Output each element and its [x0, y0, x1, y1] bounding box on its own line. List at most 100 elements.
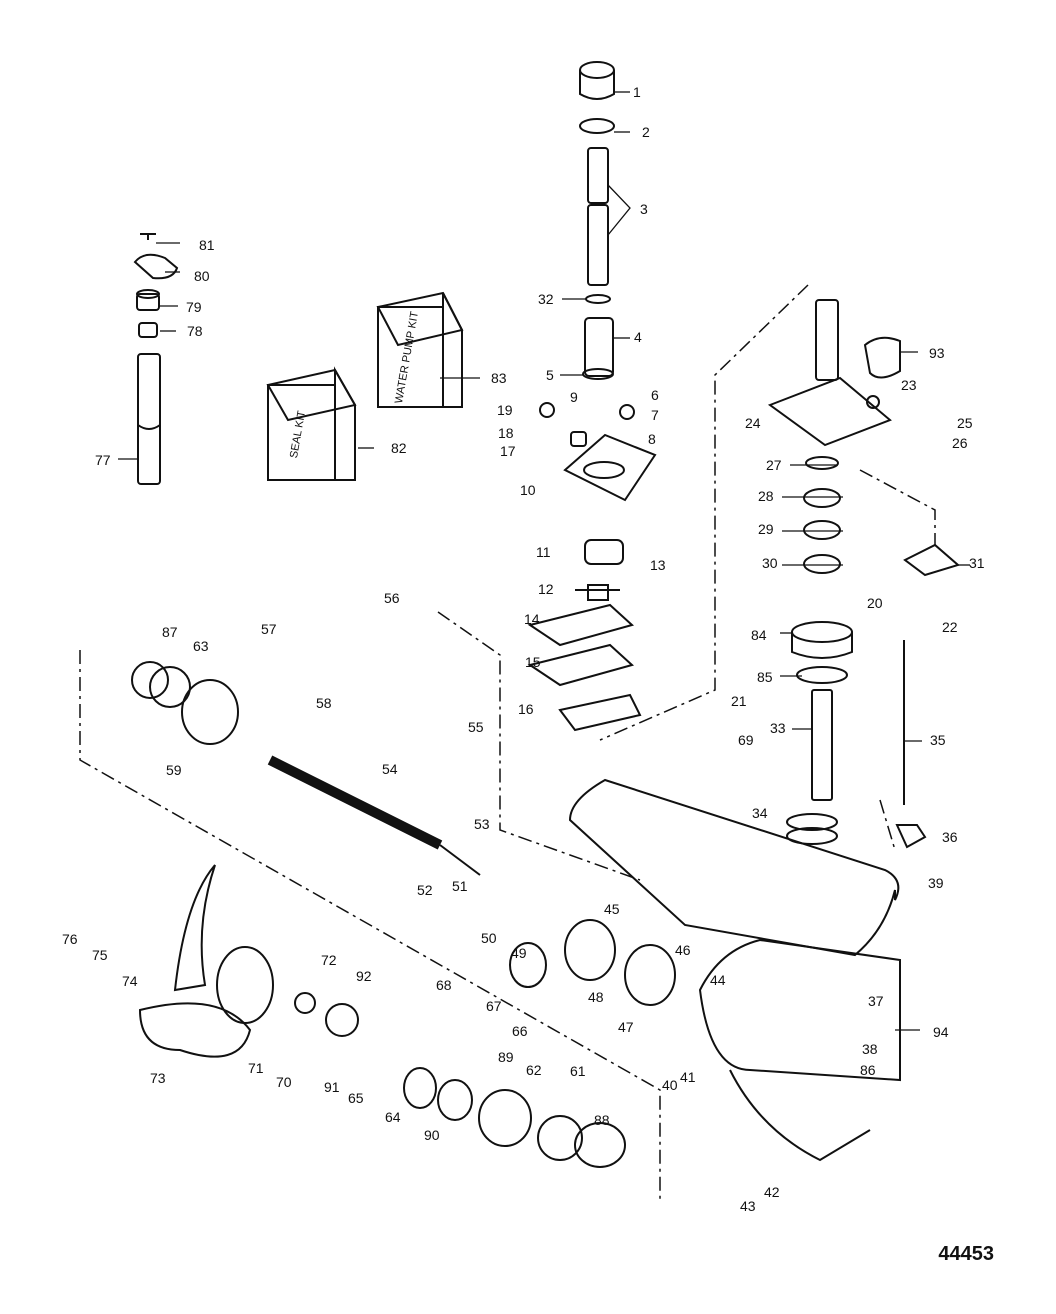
callout-39: 39 [928, 875, 944, 891]
callout-14: 14 [524, 611, 540, 627]
callout-57: 57 [261, 621, 277, 637]
callout-88: 88 [594, 1112, 610, 1128]
callout-16: 16 [518, 701, 534, 717]
callout-51: 51 [452, 878, 468, 894]
callout-63: 63 [193, 638, 209, 654]
callout-69: 69 [738, 732, 754, 748]
callout-85: 85 [757, 669, 773, 685]
callout-32: 32 [538, 291, 554, 307]
callout-11: 11 [536, 544, 551, 560]
right-upper-parts [767, 299, 961, 577]
callout-7: 7 [651, 407, 659, 423]
callout-42: 42 [764, 1184, 780, 1200]
callout-66: 66 [512, 1023, 528, 1039]
callout-61: 61 [570, 1063, 586, 1079]
callout-48: 48 [588, 989, 604, 1005]
callout-83: 83 [491, 370, 507, 386]
callout-labels: 1233245678910111213141516171819202122232… [62, 84, 985, 1214]
callout-82: 82 [391, 440, 407, 456]
callout-81: 81 [199, 237, 215, 253]
upper-left-parts [133, 233, 179, 485]
kit-boxes [266, 291, 464, 481]
callout-84: 84 [751, 627, 767, 643]
callout-9: 9 [570, 389, 578, 405]
callout-45: 45 [604, 901, 620, 917]
callout-68: 68 [436, 977, 452, 993]
callout-54: 54 [382, 761, 398, 777]
document-number: 44453 [938, 1243, 994, 1265]
callout-34: 34 [752, 805, 768, 821]
callout-36: 36 [942, 829, 958, 845]
callout-4: 4 [634, 329, 642, 345]
callout-78: 78 [187, 323, 203, 339]
callout-67: 67 [486, 998, 502, 1014]
callout-73: 73 [150, 1070, 166, 1086]
callout-72: 72 [321, 952, 337, 968]
callout-10: 10 [520, 482, 536, 498]
callout-59: 59 [166, 762, 182, 778]
callout-31: 31 [969, 555, 985, 571]
callout-33: 33 [770, 720, 786, 736]
propshaft-parts [131, 661, 481, 876]
callout-29: 29 [758, 521, 774, 537]
callout-44: 44 [710, 972, 726, 988]
callout-19: 19 [497, 402, 513, 418]
callout-92: 92 [356, 968, 372, 984]
propeller-parts [138, 864, 676, 1168]
callout-50: 50 [481, 930, 497, 946]
callout-22: 22 [942, 619, 958, 635]
callout-38: 38 [862, 1041, 878, 1057]
callout-43: 43 [740, 1198, 756, 1214]
callout-70: 70 [276, 1074, 292, 1090]
callout-79: 79 [186, 299, 202, 315]
callout-74: 74 [122, 973, 138, 989]
seal-kit-label: SEAL KIT [288, 410, 308, 460]
callout-91: 91 [324, 1079, 340, 1095]
callout-75: 75 [92, 947, 108, 963]
callout-58: 58 [316, 695, 332, 711]
callout-6: 6 [651, 387, 659, 403]
callout-1: 1 [633, 84, 641, 100]
callout-77: 77 [95, 452, 111, 468]
callout-46: 46 [675, 942, 691, 958]
callout-35: 35 [930, 732, 946, 748]
callout-76: 76 [62, 931, 78, 947]
callout-28: 28 [758, 488, 774, 504]
callout-80: 80 [194, 268, 210, 284]
callout-25: 25 [957, 415, 973, 431]
callout-41: 41 [680, 1069, 696, 1085]
callout-52: 52 [417, 882, 433, 898]
callout-24: 24 [745, 415, 761, 431]
callout-15: 15 [525, 654, 541, 670]
callout-12: 12 [538, 581, 554, 597]
callout-21: 21 [731, 693, 747, 709]
callout-90: 90 [424, 1127, 440, 1143]
callout-40: 40 [662, 1077, 678, 1093]
callout-49: 49 [511, 945, 527, 961]
callout-87: 87 [162, 624, 178, 640]
callout-53: 53 [474, 816, 490, 832]
callout-86: 86 [860, 1062, 876, 1078]
callout-93: 93 [929, 345, 945, 361]
callout-62: 62 [526, 1062, 542, 1078]
callout-5: 5 [546, 367, 554, 383]
leader-lines [118, 91, 970, 1031]
water-pump-kit-label: WATER PUMP KIT [393, 310, 421, 404]
callout-55: 55 [468, 719, 484, 735]
callout-18: 18 [498, 425, 514, 441]
callout-37: 37 [868, 993, 884, 1009]
callout-2: 2 [642, 124, 650, 140]
callout-23: 23 [901, 377, 917, 393]
callout-65: 65 [348, 1090, 364, 1106]
reference-lines [79, 284, 936, 1200]
callout-3: 3 [640, 201, 648, 217]
center-column-parts [527, 61, 657, 732]
callout-94: 94 [933, 1024, 949, 1040]
callout-20: 20 [867, 595, 883, 611]
callout-47: 47 [618, 1019, 634, 1035]
gear-housing [568, 778, 901, 1162]
callout-26: 26 [952, 435, 968, 451]
callout-71: 71 [248, 1060, 264, 1076]
callout-89: 89 [498, 1049, 514, 1065]
